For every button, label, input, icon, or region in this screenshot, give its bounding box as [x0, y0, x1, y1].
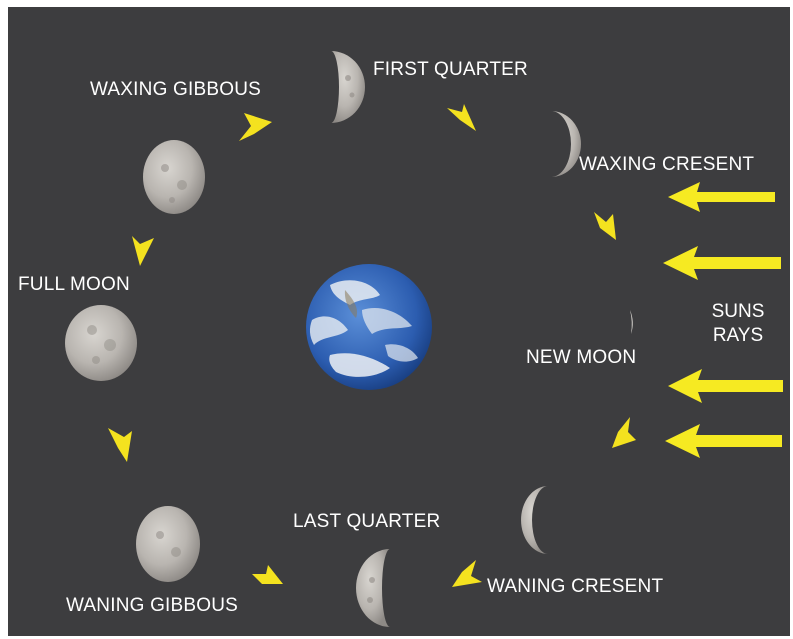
- sun-ray-arrow-icon: [668, 369, 783, 403]
- waxing-crescent-moon-icon: [551, 111, 581, 177]
- waning-crescent-label: WANING CRESENT: [487, 576, 664, 597]
- orbit-arrow-icon: [612, 417, 636, 448]
- orbit-arrow-icon: [108, 428, 132, 462]
- waxing-gibbous-moon-icon: [143, 140, 205, 214]
- waning-gibbous-label: WANING GIBBOUS: [66, 595, 239, 616]
- suns-rays-label: SUNS RAYS: [693, 300, 783, 348]
- first-quarter-label: FIRST QUARTER: [373, 59, 528, 80]
- suns-rays-label-line1: SUNS: [711, 301, 765, 322]
- orbit-arrow-icon: [132, 236, 154, 266]
- last-quarter-label: LAST QUARTER: [293, 511, 441, 532]
- earth-icon: [306, 264, 432, 390]
- orbit-arrow-icon: [452, 560, 482, 587]
- orbit-arrow-icon: [239, 113, 272, 141]
- full-moon-icon: [65, 305, 137, 381]
- sun-ray-arrow-icon: [665, 424, 782, 458]
- sun-ray-arrow-icon: [663, 246, 781, 280]
- waning-crescent-moon-icon: [521, 486, 548, 554]
- suns-rays-label-line2: RAYS: [712, 325, 764, 346]
- waning-gibbous-moon-icon: [136, 506, 200, 582]
- first-quarter-moon-icon: [331, 51, 365, 123]
- full-moon-label: FULL MOON: [18, 274, 130, 295]
- orbit-arrow-icon: [252, 565, 283, 584]
- orbit-arrow-icon: [594, 212, 616, 240]
- waxing-gibbous-label: WAXING GIBBOUS: [90, 79, 262, 100]
- new-moon-icon: [630, 310, 633, 334]
- last-quarter-moon-icon: [356, 549, 390, 627]
- sun-ray-arrow-icon: [668, 182, 775, 212]
- waxing-crescent-label: WAXING CRESENT: [579, 154, 755, 175]
- new-moon-label: NEW MOON: [526, 347, 637, 368]
- orbit-arrow-icon: [447, 104, 476, 131]
